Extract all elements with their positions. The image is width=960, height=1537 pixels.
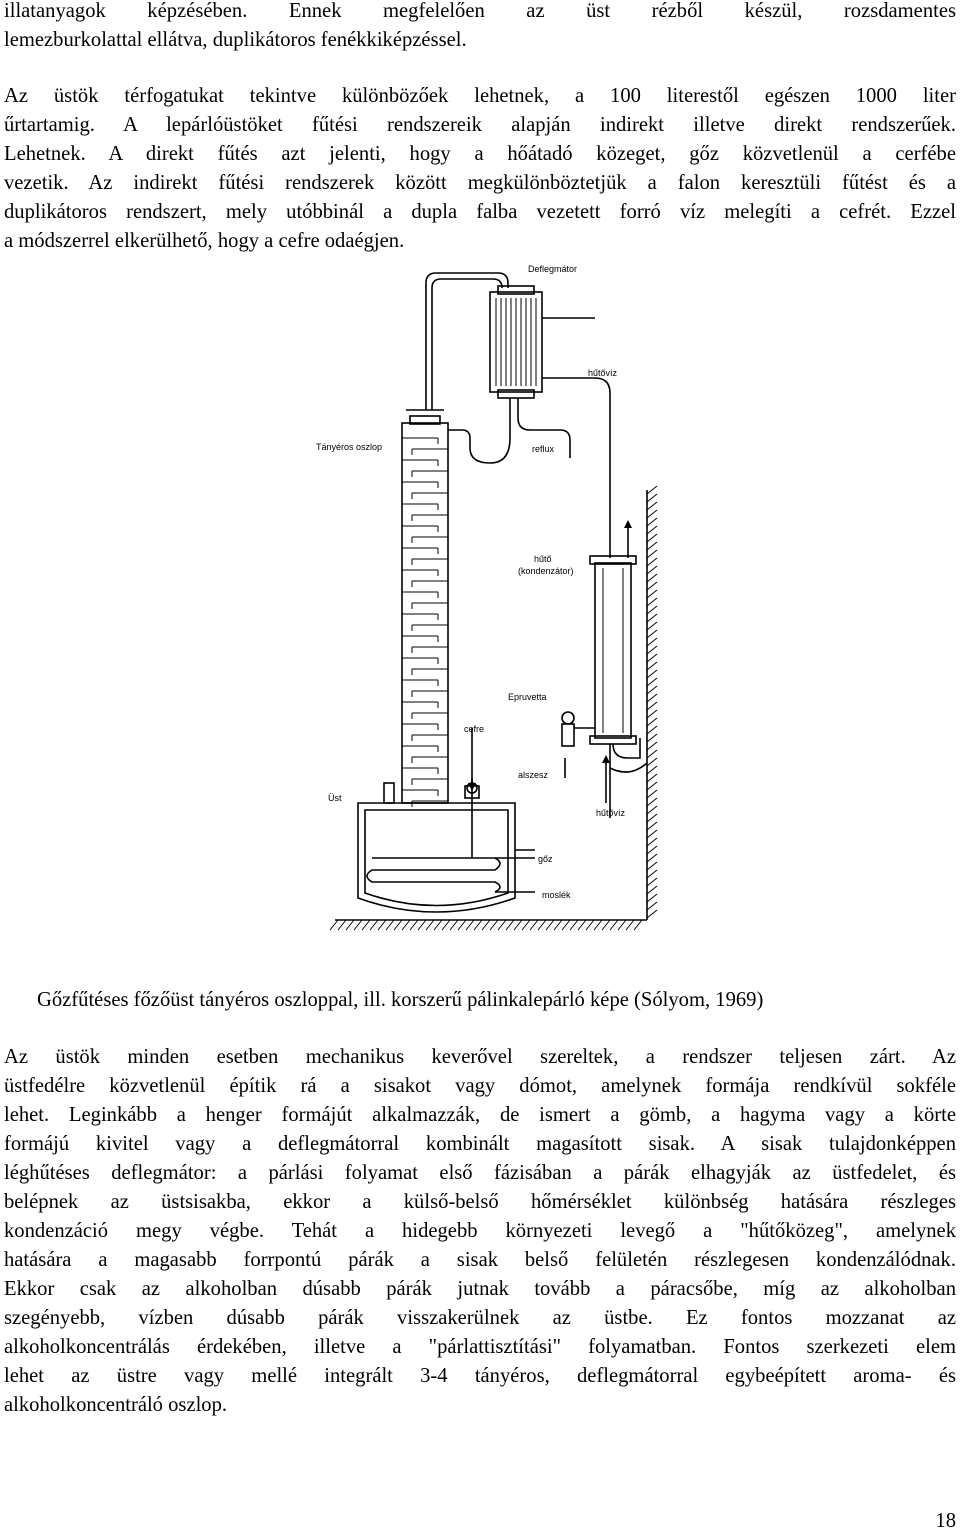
label-hutoviz-bottom: hűtővíz [596, 808, 626, 818]
text-line: űrtartamig. A lepárlóüstöket fűtési rend… [4, 114, 956, 136]
text-line: illatanyagok képzésében. Ennek megfelelő… [4, 0, 956, 22]
text-line: Az üstök térfogatukat tekintve különböző… [4, 85, 956, 107]
steam-coil [366, 857, 535, 893]
label-cefre: cefre [464, 724, 484, 734]
label-alszesz: alszesz [518, 770, 549, 780]
text-line: kondenzáció megy végbe. Tehát a hidegebb… [4, 1220, 956, 1242]
label-goz: gőz [538, 854, 553, 864]
label-reflux: reflux [532, 444, 555, 454]
label-ust: Üst [328, 793, 342, 803]
text-line: üstfedélre közvetlenül építik rá a sisak… [4, 1075, 956, 1097]
label-kondenzator: (kondenzátor) [518, 566, 574, 576]
wall-hatch [646, 485, 658, 920]
text-line: alkoholkoncentrálás érdekében, illetve a… [4, 1336, 956, 1358]
figure-caption: Gőzfűtéses főzőüst tányéros oszloppal, i… [37, 989, 764, 1011]
text-line: duplikátoros rendszert, mely utóbbinál a… [4, 201, 956, 223]
reflux-pipe [448, 398, 511, 464]
label-tanyeros-oszlop: Tányéros oszlop [316, 442, 382, 452]
label-hutoviz-top: hűtővíz [588, 368, 618, 378]
text-line: lehet az üstre vagy mellé integrált 3-4 … [4, 1365, 956, 1387]
floor [329, 919, 647, 931]
text-line: lehet. Leginkább a henger formájút alkal… [4, 1104, 956, 1126]
text-line: Lehetnek. A direkt fűtés azt jelenti, ho… [4, 143, 956, 165]
text-line: szegényebb, vízben dúsabb párák visszake… [4, 1307, 956, 1329]
pot [357, 778, 516, 913]
text-line: alkoholkoncentráló oszlop. [4, 1394, 228, 1416]
page-number: 18 [935, 1510, 956, 1532]
text-line: Az üstök minden esetben mechanikus kever… [4, 1046, 956, 1068]
paragraph-1: illatanyagok képzésében. Ennek megfelelő… [4, 0, 956, 55]
vapour-pipe [425, 272, 509, 410]
label-epruvetta: Epruvetta [508, 692, 547, 702]
text-line: a módszerrel elkerülhető, hogy a cefre o… [4, 230, 405, 252]
label-deflegmator: Deflegmátor [528, 264, 577, 274]
plate-column [401, 409, 449, 807]
text-line: formájú kivitel vagy a deflegmátorral ko… [4, 1133, 956, 1155]
paragraph-3: Az üstök minden esetben mechanikus kever… [4, 1043, 956, 1420]
text-line: vezetik. Az indirekt fűtési rendszerek k… [4, 172, 956, 194]
text-line: Ekkor csak az alkoholban dúsabb párák ju… [4, 1278, 956, 1300]
text-line: léghűtéses deflegmátor: a párlási folyam… [4, 1162, 956, 1184]
text-line: lemezburkolattal ellátva, duplikátoros f… [4, 29, 467, 51]
condenser [589, 555, 648, 773]
label-huto: hűtő [534, 554, 552, 564]
paragraph-2: Az üstök térfogatukat tekintve különböző… [4, 82, 956, 256]
deflegmator [489, 285, 543, 399]
text-line: hatására a magasabb forrpontú párák a si… [4, 1249, 956, 1271]
distillation-diagram: Deflegmátor hűtővíz Tányéros oszlop refl… [316, 264, 658, 931]
epruvetta [561, 711, 595, 747]
text-line: belépnek az üstsisakba, ekkor a külső-be… [4, 1191, 956, 1213]
label-mostek: moslék [542, 890, 571, 900]
